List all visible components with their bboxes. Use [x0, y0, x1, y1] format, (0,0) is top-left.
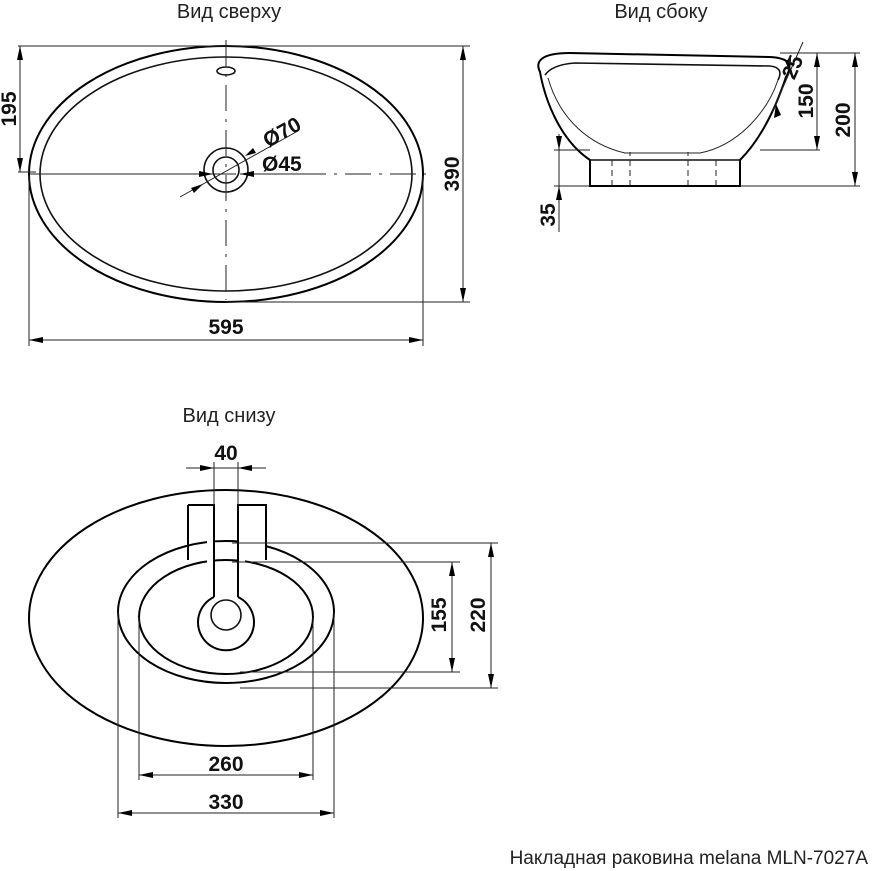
arrow	[320, 810, 334, 816]
arrow	[460, 288, 466, 302]
arrow	[488, 543, 494, 557]
bottom-view: Вид снизу 40 155 220	[28, 405, 498, 818]
dim-220-label: 220	[467, 597, 490, 632]
arrow	[785, 58, 791, 72]
dim-40-label: 40	[214, 442, 237, 465]
arrow	[852, 53, 858, 67]
dim-200-label: 200	[832, 102, 855, 137]
arrow	[17, 46, 23, 60]
overflow-hole	[216, 66, 236, 76]
dim-25-label: 25	[778, 52, 809, 83]
slot-fill	[188, 505, 266, 651]
side-bowl-outline	[537, 51, 791, 187]
bottom-view-title: Вид снизу	[183, 405, 276, 427]
side-inner-rim	[544, 62, 781, 81]
arrow	[245, 148, 256, 156]
dim-195-label: 195	[0, 91, 21, 126]
arrow	[200, 465, 214, 471]
arrow	[238, 465, 252, 471]
arrow	[191, 184, 203, 193]
side-hidden-lines	[611, 152, 717, 186]
dim-diameter-45-label: Ø45	[262, 153, 302, 176]
arrow	[199, 171, 213, 177]
arrow	[556, 136, 562, 150]
arrow	[409, 337, 423, 343]
side-view: Вид сбоку 200 150 25	[537, 1, 860, 232]
dim-595-label: 595	[208, 316, 243, 339]
bottom-drain-hole	[210, 599, 242, 631]
product-caption: Накладная раковина melana MLN-7027A	[510, 848, 869, 869]
drain-bottom-arc	[197, 596, 255, 652]
dim-155-label: 155	[428, 597, 451, 632]
arrow	[814, 136, 820, 150]
arrow	[17, 158, 23, 172]
bottom-outer-rim	[28, 489, 424, 747]
bottom-base-inner	[138, 559, 314, 675]
side-inner-bowl	[547, 77, 779, 154]
arrow	[449, 658, 455, 672]
dim-diameter-70-label: Ø70	[259, 113, 305, 152]
top-view-title: Вид сверху	[177, 1, 281, 23]
dim-line-25	[771, 41, 804, 113]
arrow	[139, 772, 153, 778]
arrow	[814, 53, 820, 67]
arrow	[299, 772, 313, 778]
arrow	[449, 562, 455, 576]
dim-35-label: 35	[537, 203, 560, 227]
arrow	[118, 810, 132, 816]
arrow	[29, 337, 43, 343]
side-view-title: Вид сбоку	[614, 1, 707, 23]
arrow	[488, 674, 494, 688]
arrow	[556, 186, 562, 200]
dim-390-label: 390	[441, 156, 464, 191]
arrow	[460, 46, 466, 60]
arrow	[852, 172, 858, 186]
dim-150-label: 150	[795, 83, 818, 118]
dim-260-label: 260	[208, 753, 243, 776]
top-view: Вид сверху 195 390 595	[0, 1, 470, 346]
dim-330-label: 330	[208, 791, 243, 814]
arrow	[240, 171, 254, 177]
arrow	[774, 104, 781, 118]
